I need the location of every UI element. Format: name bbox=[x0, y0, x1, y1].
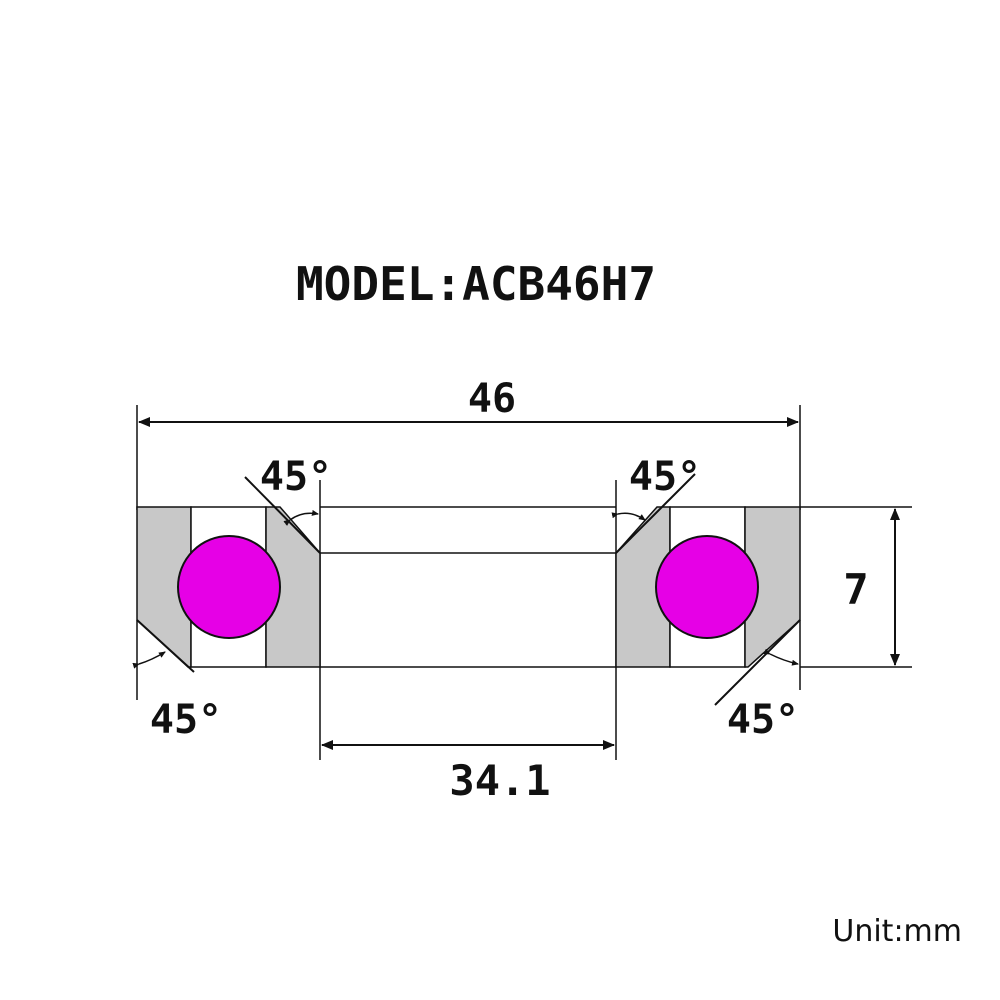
angle-arc-bottom-left bbox=[132, 651, 166, 669]
left-ball bbox=[177, 535, 281, 639]
right-bearing-section bbox=[611, 473, 801, 706]
height-label: 7 bbox=[843, 565, 868, 614]
angle-label-bottom-left: 45° bbox=[150, 697, 222, 743]
right-ball bbox=[655, 535, 759, 639]
inner-diameter-label: 34.1 bbox=[449, 756, 550, 805]
left-top-chamfer-line bbox=[244, 476, 321, 554]
left-bearing-section bbox=[132, 476, 321, 700]
left-bottom-chamfer-line bbox=[136, 619, 195, 673]
angle-arc-top-right bbox=[611, 512, 646, 521]
angle-label-bottom-right: 45° bbox=[727, 697, 799, 743]
left-inner-race bbox=[265, 506, 321, 668]
outer-diameter-dimension: 46 bbox=[136, 376, 801, 510]
unit-label: Unit:mm bbox=[832, 914, 962, 949]
right-top-chamfer-line bbox=[615, 473, 696, 554]
outer-diameter-label: 46 bbox=[468, 376, 516, 422]
right-bottom-chamfer-line bbox=[714, 619, 801, 706]
model-title: MODEL:ACB46H7 bbox=[296, 257, 656, 311]
inner-diameter-dimension: 34.1 bbox=[321, 740, 615, 805]
angle-arc-bottom-right bbox=[763, 648, 799, 666]
bore-outline bbox=[319, 480, 617, 760]
height-dimension: 7 bbox=[800, 506, 912, 668]
angle-label-top-left: 45° bbox=[260, 454, 332, 500]
angle-label-top-right: 45° bbox=[629, 454, 701, 500]
angle-arc-top-left bbox=[283, 509, 319, 526]
right-outer-race bbox=[744, 506, 801, 668]
